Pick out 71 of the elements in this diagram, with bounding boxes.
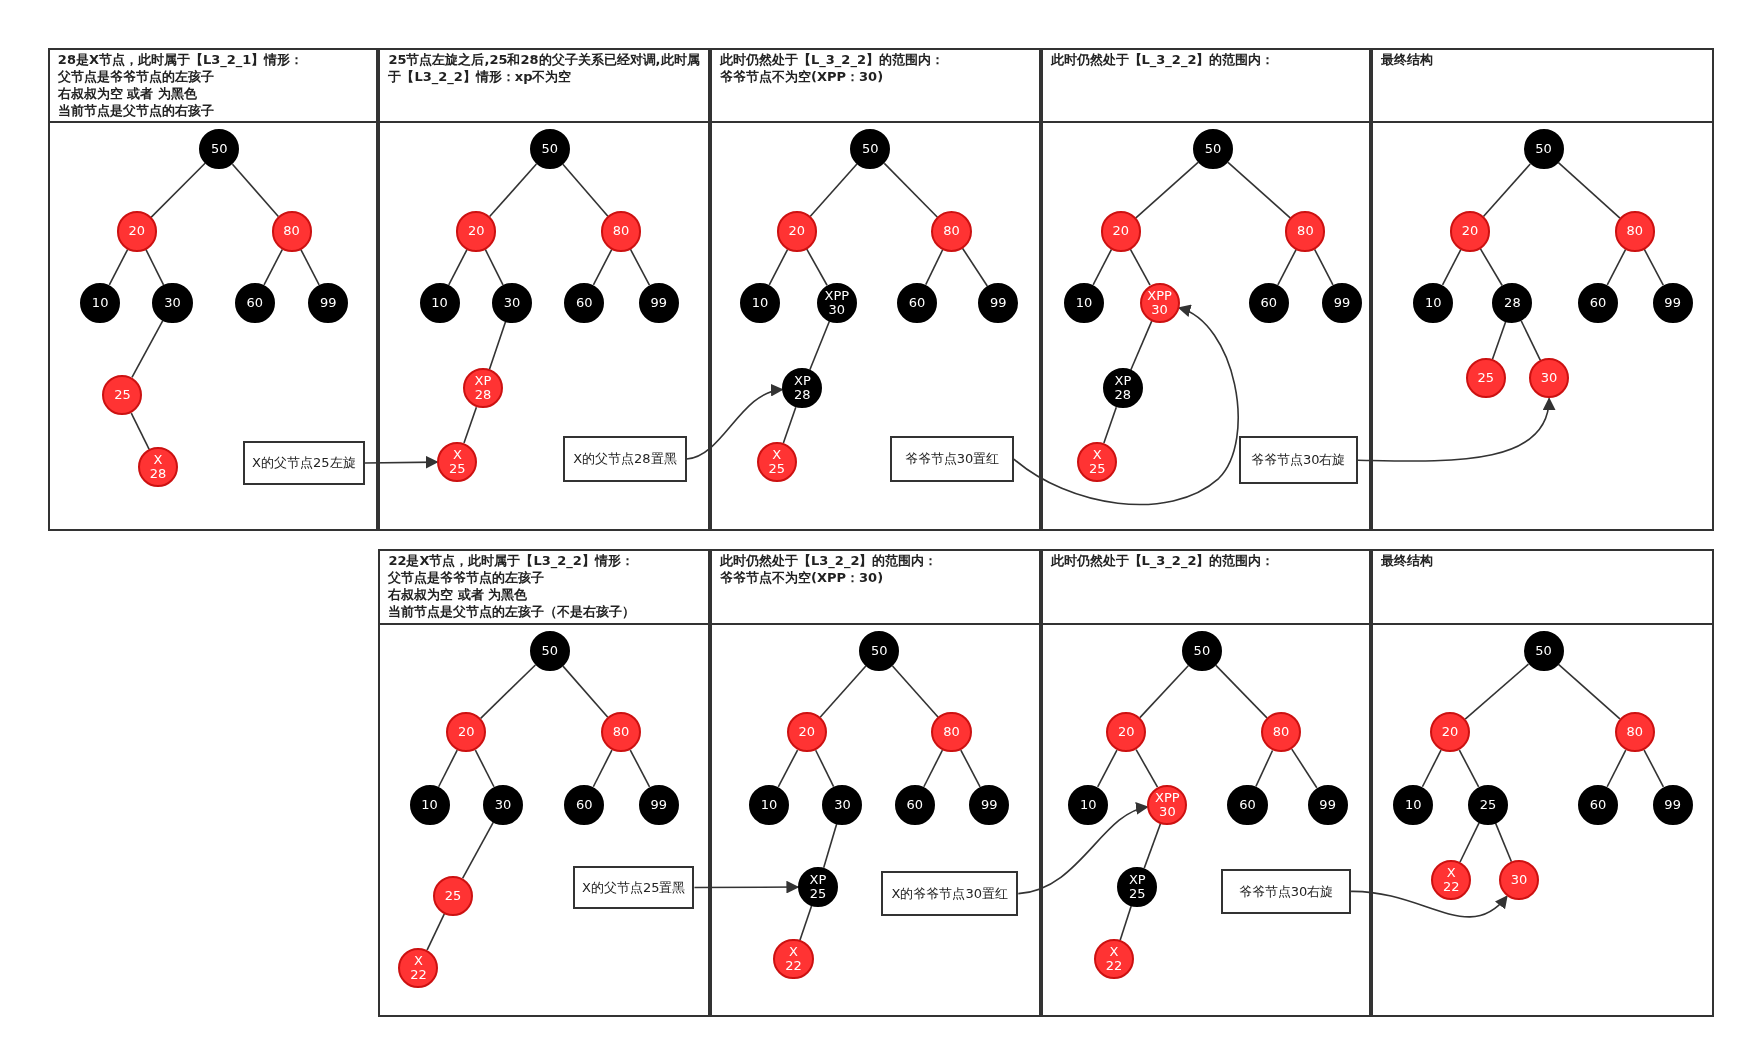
tree-edge [819,665,867,719]
tree-edge [1215,664,1268,719]
tree-edge [1119,905,1132,942]
tree-edge [150,162,206,219]
action-box: 爷爷节点30右旋 [1238,436,1358,485]
action-box: X的父节点25左旋 [242,440,365,486]
header-text: 25节点左旋之后,25和28的父子关系已经对调,此时属于【L3_2_2】情形：xp不为空 [388,50,700,85]
header-text: 当前节点是父节点的左孩子（不是右孩子） [388,602,637,620]
tree-edge [488,163,538,218]
header-text: 28是X节点，此时属于【L3_2_1】情形： [57,50,305,68]
tree-edge [1557,161,1621,219]
action-box: X的爷爷节点30置红 [881,871,1019,916]
header-text: 右叔叔为空 或者 为黑色 [388,585,529,603]
arrow [1013,306,1239,506]
tree-edge [1491,320,1507,361]
step-panel [1371,548,1714,1018]
tree-edge [822,823,838,869]
header-text: 父节点是爷爷节点的左孩子 [388,569,546,586]
tree-edge [463,406,478,444]
tree-edge [562,665,609,718]
action-box: X的父节点28置黑 [563,436,687,482]
tree-edge [1464,663,1530,720]
step-panel [1040,548,1372,1018]
tree-edge [1139,664,1190,719]
action-box: X的父节点25置黑 [573,865,695,910]
tree-edge [809,320,831,371]
tree-edge [1134,161,1199,219]
header-text: 爷爷节点不为空(XPP：30) [720,569,885,586]
tree-edge [1482,163,1532,218]
tree-edge [883,162,939,218]
header-text: 最终结构 [1381,551,1435,569]
tree-edge [1130,320,1153,371]
tree-edge [488,320,507,371]
step-panel [378,548,710,1018]
tree-edge [891,665,939,719]
arrow [364,455,439,469]
tree-edge [426,913,446,951]
step-panel [710,47,1041,531]
header-text: 最终结构 [1381,50,1435,68]
action-box: 爷爷节点30右旋 [1220,869,1351,914]
step-panel [710,548,1041,1018]
header-text: 当前节点是父节点的右孩子 [57,101,215,119]
tree-edge [1494,822,1513,863]
tree-edge [782,406,797,444]
tree-edge [1103,406,1118,444]
step-panel [1371,47,1714,531]
arrow [685,385,784,460]
header-text: 此时仍然处于【L_3_2_2】的范围内： [1050,50,1276,68]
tree-edge [1557,663,1621,720]
arrow [1017,803,1149,895]
tree-edge [1143,822,1162,869]
tree-edge [809,163,858,218]
step-panel [47,47,379,531]
header-text: 右叔叔为空 或者 为黑色 [57,84,198,102]
header-text: 爷爷节点不为空(XPP：30) [720,68,885,85]
arrow [1350,890,1508,918]
header-text: 此时仍然处于【L_3_2_2】的范围内： [1050,551,1276,569]
step-panel [378,47,710,531]
arrow [1356,397,1554,462]
tree-edge [562,163,609,218]
header-text: 此时仍然处于【L_3_2_2】的范围内： [720,50,945,68]
header-text: 此时仍然处于【L3_2_2】的范围内： [720,551,939,569]
header-text: 22是X节点，此时属于【L3_2_2】情形： [388,551,635,569]
action-box: 爷爷节点30置红 [890,436,1014,482]
step-panel [1040,47,1372,531]
tree-edge [231,163,280,218]
tree-edge [1291,748,1318,789]
tree-edge [479,664,537,720]
header-text: 父节点是爷爷节点的左孩子 [57,68,215,85]
tree-edge [799,905,813,942]
tree-edge [1227,161,1292,219]
